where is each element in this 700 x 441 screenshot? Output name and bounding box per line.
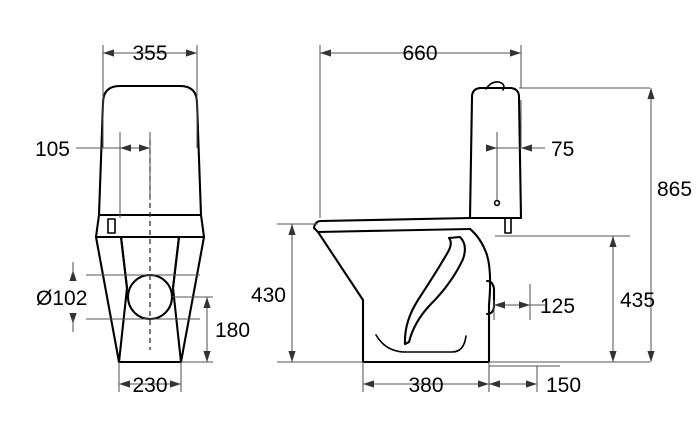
arrowhead-180-bottom	[203, 351, 211, 362]
dim-label-865: 865	[657, 178, 692, 201]
arrowhead-230-left	[119, 380, 130, 388]
arrowhead-430-bottom	[288, 351, 296, 362]
side-rear-shroud	[468, 227, 492, 307]
dim-label-355: 355	[132, 42, 167, 65]
dim-label-430: 430	[251, 284, 286, 307]
side-bolt-slot	[504, 217, 512, 234]
arrowhead-355-left	[103, 49, 114, 57]
arrowhead-180-top	[203, 297, 211, 308]
dim-label-125: 125	[540, 295, 575, 318]
dim-label-150: 150	[546, 374, 581, 397]
arrowhead-230-right	[170, 380, 181, 388]
dim-label-380: 380	[408, 374, 443, 397]
arrowhead-75-left	[486, 144, 497, 152]
side-flush-button	[485, 81, 505, 91]
side-bowl-rim	[312, 216, 472, 234]
front-view-dimensions: 355 105 Ø102 180 230	[35, 42, 250, 397]
arrowhead-660-right	[510, 49, 521, 57]
front-throat-left	[119, 235, 129, 290]
dim-label-660: 660	[402, 42, 437, 65]
dim-label-105: 105	[35, 138, 70, 161]
arrowhead-435-top	[609, 236, 617, 247]
dim-label-180: 180	[215, 319, 250, 342]
arrowhead-105-right	[139, 144, 150, 152]
arrowhead-125-right	[519, 301, 530, 309]
side-outlet-spigot	[485, 279, 496, 316]
arrowhead-105-left	[120, 144, 131, 152]
arrowhead-150-right	[526, 380, 537, 388]
arrowhead-380-right	[478, 380, 489, 388]
side-view-dimensions: 660 75 865 435 430 125	[251, 42, 692, 397]
arrowhead-660-left	[320, 49, 331, 57]
arrowhead-435-bottom	[609, 351, 617, 362]
dim-label-435: 435	[620, 289, 655, 312]
dim-label-230: 230	[132, 374, 167, 397]
front-throat-right	[171, 235, 181, 290]
side-bowl-inner-contour	[403, 235, 466, 346]
arrowhead-75-right	[521, 144, 532, 152]
arrowhead-865-top	[647, 88, 655, 99]
dim-label-75: 75	[551, 138, 574, 161]
arrowhead-150-left	[489, 380, 500, 388]
side-bowl-floor-curve	[375, 334, 467, 353]
arrowhead-125-left	[494, 301, 505, 309]
arrowhead-865-bottom	[647, 351, 655, 362]
side-cistern-outline	[468, 86, 523, 220]
dim-label-102: Ø102	[36, 287, 87, 310]
front-bolt-slot	[107, 218, 116, 234]
arrowhead-102-bottom	[69, 313, 77, 324]
arrowhead-380-left	[363, 380, 374, 388]
side-inlet-hole	[493, 199, 501, 207]
arrowhead-355-right	[186, 49, 197, 57]
arrowhead-430-top	[288, 224, 296, 235]
arrowhead-102-top	[69, 270, 77, 281]
